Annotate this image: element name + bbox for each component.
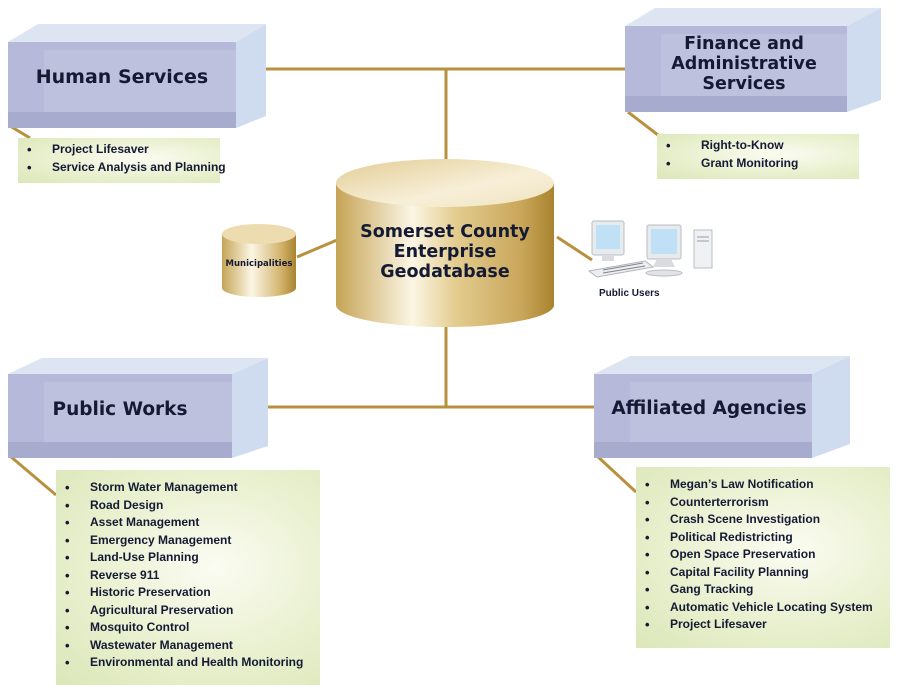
desktop-computer-icon [645,224,713,277]
list-item: Open Space Preservation [636,546,890,564]
municipalities-database [222,224,296,297]
list-item: Emergency Management [56,532,320,550]
list-item: Capital Facility Planning [636,564,890,582]
central-database-label: Somerset County Enterprise Geodatabase [336,222,554,282]
finance-title-line: Finance and [684,33,804,54]
list-item: Service Analysis and Planning [18,159,226,177]
affiliated-agencies-list: Megan’s Law Notification Counterterroris… [636,467,890,648]
public-works-list: Storm Water Management Road Design Asset… [56,470,320,685]
list-item: Project Lifesaver [18,141,220,159]
list-item: Gang Tracking [636,581,890,599]
connector-public-works-list [9,454,57,497]
list-item: Grant Monitoring [657,155,859,173]
connector-public-users [556,235,593,262]
human-services-box: Human Services [8,20,268,128]
list-item: Political Redistricting [636,529,890,547]
database-cylinder-icon [336,183,554,327]
finance-list: Right-to-Know Grant Monitoring [657,134,859,179]
public-users-computers [587,220,713,278]
computer-workstation-icon [587,220,655,278]
list-item: Crash Scene Investigation [636,511,890,529]
list-item: Land-Use Planning [56,549,320,567]
list-item: Environmental and Health Monitoring [56,654,320,672]
connector-human-services-list [9,124,31,140]
list-item: Right-to-Know [657,137,859,155]
list-item: Agricultural Preservation [56,602,320,620]
list-item: Wastewater Management [56,637,320,655]
list-item: Historic Preservation [56,584,320,602]
public-works-box: Public Works [8,354,270,458]
finance-title-line: Administrative [671,53,817,74]
box-3d-shape [625,8,881,112]
list-item: Automatic Vehicle Locating System [636,599,890,617]
central-database [336,159,554,327]
central-database-label-line: Geodatabase [380,262,510,282]
list-item: Project Lifesaver [636,616,890,634]
box-3d-shape [594,356,850,458]
human-services-title: Human Services [35,66,209,89]
human-services-list: Project Lifesaver Service Analysis and P… [18,138,226,183]
finance-title: Finance and Administrative Services [633,28,855,100]
box-3d-shape [8,24,266,128]
list-item: Storm Water Management [56,479,320,497]
list-item: Asset Management [56,514,320,532]
connector-finance-list [627,110,659,137]
finance-title-line: Services [702,74,786,95]
central-database-label-line: Enterprise [393,242,497,262]
database-cylinder-icon [222,234,296,297]
public-works-title: Public Works [52,399,188,421]
public-users-label: Public Users [599,288,660,299]
list-item: Road Design [56,497,320,515]
connector-municipalities [296,238,338,259]
central-database-label-line: Somerset County [360,222,530,242]
list-item: Counterterrorism [636,494,890,512]
box-3d-shape [8,358,268,458]
list-item: Megan’s Law Notification [636,476,890,494]
affiliated-agencies-box: Affiliated Agencies [594,352,852,458]
list-item: Reverse 911 [56,567,320,585]
municipalities-label: Municipalities [225,259,293,269]
list-item: Mosquito Control [56,619,320,637]
finance-box: Finance and Administrative Services [625,4,883,112]
affiliated-agencies-title: Affiliated Agencies [611,398,807,420]
connector-affiliated-list [594,453,638,494]
